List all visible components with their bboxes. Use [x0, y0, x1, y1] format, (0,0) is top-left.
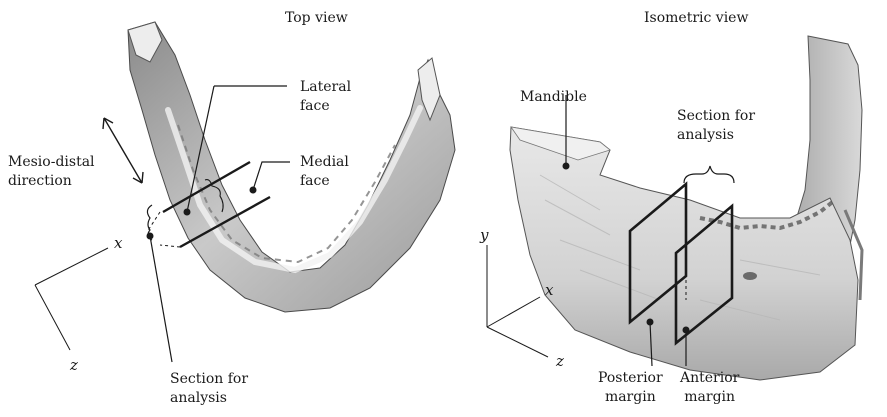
- anterior-margin-label: Anterior margin: [680, 369, 739, 407]
- section-label-iso-view: Section for analysis: [677, 107, 755, 145]
- medial-face-line-2: face: [300, 172, 349, 191]
- medial-face-label: Medial face: [300, 153, 349, 191]
- axis-x-iso: x: [545, 281, 553, 300]
- axis-x-top: x: [114, 234, 122, 253]
- mandible-top-view: [128, 22, 455, 312]
- mesio-distal-line-1: Mesio-distal: [8, 153, 95, 172]
- posterior-margin-line-2: margin: [598, 388, 663, 407]
- section-label-top-view: Section for analysis: [170, 370, 248, 408]
- section-top-line-1: Section for: [170, 370, 248, 389]
- isometric-view-title: Isometric view: [644, 9, 748, 28]
- axis-z-top: z: [70, 356, 78, 375]
- axis-z-iso: z: [556, 352, 564, 371]
- anterior-margin-line-2: margin: [680, 388, 739, 407]
- mesio-distal-label: Mesio-distal direction: [8, 153, 95, 191]
- anterior-margin-line-1: Anterior: [680, 369, 739, 388]
- medial-face-line-1: Medial: [300, 153, 349, 172]
- iso-body: [510, 127, 858, 380]
- top-view-title: Top view: [285, 9, 348, 28]
- lateral-face-line-1: Lateral: [300, 78, 351, 97]
- lateral-face-line-2: face: [300, 97, 351, 116]
- axes-top-view: [35, 248, 108, 350]
- mesio-distal-line-2: direction: [8, 172, 95, 191]
- section-top-line-2: analysis: [170, 389, 248, 408]
- posterior-margin-label: Posterior margin: [598, 369, 663, 407]
- axis-y-iso: y: [480, 226, 488, 245]
- posterior-margin-line-1: Posterior: [598, 369, 663, 388]
- section-iso-line-2: analysis: [677, 126, 755, 145]
- section-iso-line-1: Section for: [677, 107, 755, 126]
- lateral-face-label: Lateral face: [300, 78, 351, 116]
- mandible-label: Mandible: [520, 88, 587, 107]
